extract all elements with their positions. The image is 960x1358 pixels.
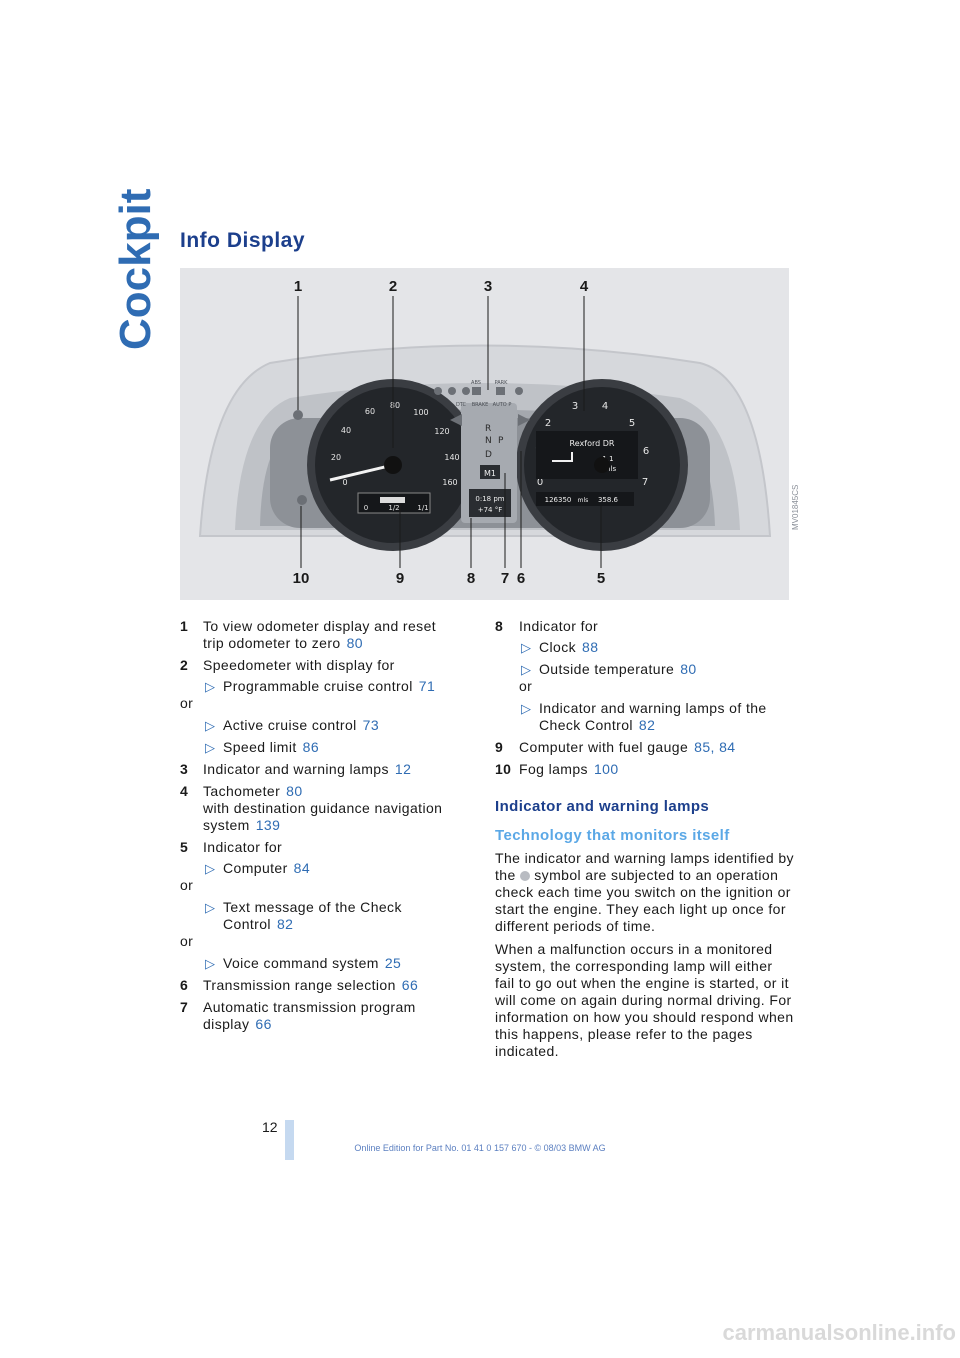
svg-text:mls: mls (604, 465, 617, 473)
page-ref-link[interactable]: 66 (401, 977, 419, 993)
page-marker-bar (285, 1120, 294, 1160)
page-ref-link[interactable]: 12 (394, 761, 412, 777)
page-ref-link[interactable]: 86 (302, 739, 320, 755)
svg-text:3: 3 (484, 278, 492, 295)
page-ref-link[interactable]: 80 (346, 635, 363, 651)
page-heading: Info Display (180, 229, 306, 252)
paragraph: The indicator and warning lamps identifi… (495, 850, 794, 934)
page-ref-link[interactable]: 80 (286, 783, 303, 799)
svg-text:160: 160 (442, 478, 457, 487)
page-ref-link[interactable]: 82 (276, 916, 294, 932)
svg-text:8: 8 (467, 570, 475, 587)
svg-text:20: 20 (331, 453, 341, 462)
page-ref-link[interactable]: 84 (293, 860, 311, 876)
svg-text:126350: 126350 (545, 496, 572, 504)
svg-text:0: 0 (537, 477, 543, 488)
page-ref-link[interactable]: 71 (418, 678, 436, 694)
page-ref-link[interactable]: 25 (384, 955, 402, 971)
svg-text:9: 9 (396, 570, 404, 587)
legend-item: 7 Automatic transmission program display… (180, 999, 416, 1032)
svg-text:mls: mls (578, 497, 589, 504)
legend-left-column: 1 To view odometer display and reset tri… (180, 618, 460, 1038)
page-ref-link[interactable]: 85, 84 (694, 739, 736, 755)
svg-text:40: 40 (341, 426, 351, 435)
page-number: 12 (262, 1119, 278, 1135)
svg-text:10: 10 (293, 570, 310, 587)
svg-text:6: 6 (643, 446, 649, 457)
svg-text:1.1: 1.1 (602, 455, 613, 463)
svg-text:3: 3 (572, 401, 578, 412)
svg-text:5: 5 (597, 570, 605, 587)
svg-text:P: P (498, 436, 504, 446)
svg-text:N: N (485, 436, 492, 446)
svg-text:DTC: DTC (456, 402, 467, 408)
svg-text:M1: M1 (484, 469, 496, 478)
section-subheading: Indicator and warning lamps (495, 798, 710, 815)
svg-text:1: 1 (294, 278, 302, 295)
page-ref-link[interactable]: 139 (255, 817, 281, 833)
svg-text:PARK: PARK (495, 380, 509, 386)
footer-text: Online Edition for Part No. 01 41 0 157 … (354, 1143, 606, 1153)
svg-text:4: 4 (580, 278, 589, 295)
svg-text:100: 100 (413, 408, 428, 417)
svg-text:1/2: 1/2 (388, 504, 399, 512)
page-ref-link[interactable]: 73 (362, 717, 380, 733)
svg-text:358.6: 358.6 (598, 496, 619, 504)
svg-text:ABS: ABS (471, 380, 481, 386)
svg-text:60: 60 (365, 407, 375, 416)
svg-text:D: D (485, 450, 492, 460)
instrument-cluster-figure: 0 20 40 60 80 100 120 140 160 0 1/2 1/1 … (180, 268, 789, 600)
svg-text:0: 0 (364, 504, 368, 512)
svg-text:R: R (485, 424, 491, 434)
page-ref-link[interactable]: 80 (680, 661, 697, 677)
svg-text:2: 2 (545, 418, 551, 429)
svg-text:BRAKE: BRAKE (472, 402, 489, 408)
figure-code: MV01845CS (791, 484, 800, 530)
svg-text:80: 80 (390, 401, 400, 410)
svg-text:4: 4 (602, 401, 608, 412)
svg-text:+74 °F: +74 °F (478, 506, 503, 514)
page-ref-link[interactable]: 100 (593, 761, 619, 777)
legend-item: 2 Speedometer with display for ▷Programm… (180, 657, 436, 755)
page-ref-link[interactable]: 66 (255, 1016, 272, 1032)
svg-text:120: 120 (434, 427, 449, 436)
svg-text:0: 0 (342, 478, 347, 487)
watermark: carmanualsonline.info (722, 1320, 957, 1345)
svg-text:2: 2 (389, 278, 397, 295)
svg-text:AUTO P: AUTO P (493, 402, 512, 408)
svg-text:5: 5 (629, 418, 635, 429)
legend-item: 1 To view odometer display and reset tri… (180, 618, 437, 651)
svg-text:1/1: 1/1 (417, 504, 428, 512)
check-symbol-icon (519, 871, 530, 881)
page-ref-link[interactable]: 88 (582, 639, 599, 655)
svg-text:6: 6 (517, 570, 525, 587)
page-ref-link[interactable]: 82 (638, 717, 656, 733)
svg-text:7: 7 (642, 477, 648, 488)
paragraph: When a malfunction occurs in a monitored… (495, 941, 794, 1059)
svg-text:0:18 pm: 0:18 pm (475, 495, 504, 503)
section-subsubheading: Technology that monitors itself (495, 827, 730, 844)
section-tab: Cockpit (111, 188, 160, 350)
speedometer-ticks: 0 20 40 60 80 100 120 140 160 (331, 401, 460, 487)
svg-text:Rexford DR: Rexford DR (570, 439, 615, 448)
svg-text:7: 7 (501, 570, 509, 587)
svg-text:140: 140 (444, 453, 459, 462)
